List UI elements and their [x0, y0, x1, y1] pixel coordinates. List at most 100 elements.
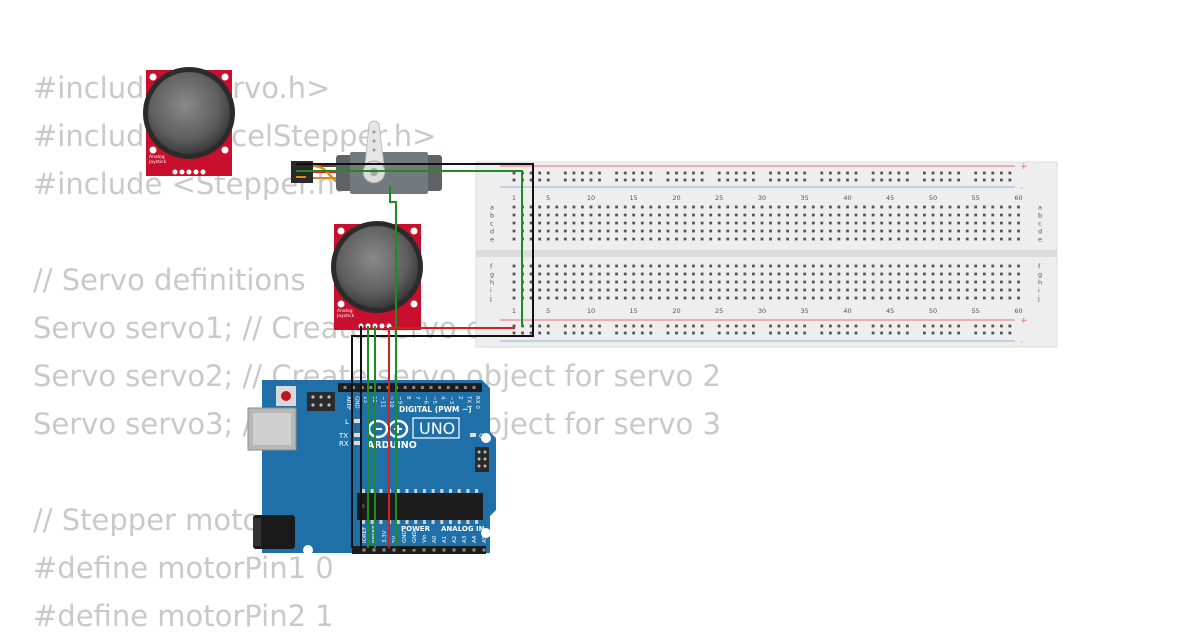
digital-pin-label: RX 0	[474, 396, 480, 409]
rail-hole	[1008, 171, 1012, 175]
joystick-1-label-2: Joystick	[148, 159, 167, 165]
breadboard-hole	[957, 288, 960, 292]
joystick-2-knob[interactable]	[336, 226, 418, 308]
breadboard-hole	[589, 280, 593, 284]
breadboard-hole	[581, 205, 584, 209]
breadboard-hole	[991, 272, 995, 276]
breadboard-hole	[658, 221, 661, 225]
breadboard-hole	[632, 229, 636, 233]
rail-hole	[589, 178, 593, 182]
breadboard-column-number: 50	[929, 307, 937, 315]
rail-hole	[786, 178, 789, 182]
breadboard-hole	[743, 296, 747, 300]
breadboard-hole	[1000, 221, 1003, 225]
breadboard-hole	[905, 237, 909, 241]
breadboard-hole	[581, 221, 584, 225]
rail-hole	[794, 331, 798, 335]
breadboard-hole	[837, 213, 841, 217]
breadboard-hole	[640, 213, 644, 217]
breadboard-hole	[709, 296, 713, 300]
digital-pin-label: 12	[371, 396, 377, 403]
breadboard-hole	[820, 213, 824, 217]
breadboard-hole	[700, 264, 704, 268]
rail-hole	[581, 171, 584, 175]
breadboard-hole	[880, 213, 884, 217]
breadboard-hole	[760, 296, 764, 300]
rail-hole	[546, 178, 550, 182]
breadboard-column-number: 45	[886, 307, 894, 315]
digital-pin-label: AREF	[345, 396, 351, 410]
rail-hole	[640, 178, 644, 182]
digital-pin-label: 2	[457, 396, 463, 400]
reset-button[interactable]	[281, 391, 291, 401]
breadboard-column-number: 60	[1014, 307, 1022, 315]
rail-hole	[734, 171, 738, 175]
breadboard-hole	[923, 237, 926, 241]
joystick-module-2[interactable]: Analog Joystick	[331, 221, 423, 330]
breadboard-hole	[948, 264, 952, 268]
breadboard-hole	[581, 264, 584, 268]
rail-hole	[598, 324, 601, 328]
breadboard-hole	[769, 264, 772, 268]
joystick-2-mount-hole	[410, 227, 418, 235]
rail-hole	[563, 171, 567, 175]
breadboard-hole	[700, 280, 704, 284]
led-label-on: ON	[479, 432, 489, 440]
breadboard-hole	[606, 213, 610, 217]
wire-green-servo-signal	[296, 170, 523, 327]
breadboard-hole	[572, 229, 576, 233]
breadboard-hole	[709, 288, 713, 292]
dc-power-jack[interactable]	[253, 515, 295, 549]
breadboard-hole	[914, 237, 918, 241]
breadboard-hole	[991, 213, 995, 217]
rail-hole	[649, 171, 653, 175]
joystick-1-knob[interactable]	[148, 72, 230, 154]
breadboard-hole	[649, 213, 653, 217]
breadboard-hole	[794, 296, 798, 300]
breadboard-hole	[769, 221, 772, 225]
rail-hole	[923, 178, 926, 182]
breadboard-hole	[752, 237, 755, 241]
breadboard-hole	[640, 288, 644, 292]
breadboard-hole	[623, 272, 627, 276]
breadboard-hole	[709, 229, 713, 233]
breadboard-hole	[734, 272, 738, 276]
rail-hole	[726, 178, 730, 182]
breadboard-row-letter: f	[1038, 263, 1041, 271]
breadboard-hole	[897, 205, 901, 209]
breadboard-column-number: 15	[630, 194, 638, 202]
breadboard-hole	[803, 213, 807, 217]
rail-hole	[683, 324, 687, 328]
breadboard-hole	[717, 288, 721, 292]
breadboard-hole	[615, 213, 618, 217]
servo-motor[interactable]	[291, 120, 442, 194]
rail-hole	[769, 324, 772, 328]
breadboard-hole	[615, 288, 618, 292]
breadboard-hole	[897, 288, 901, 292]
rail-hole	[529, 331, 533, 335]
breadboard-hole	[760, 221, 764, 225]
breadboard-hole	[1008, 288, 1012, 292]
breadboard-hole	[589, 296, 593, 300]
breadboard-row-letter: a	[490, 204, 494, 212]
breadboard-hole	[683, 221, 687, 225]
header-pin	[352, 386, 356, 389]
breadboard-hole	[563, 272, 567, 276]
rail-hole	[786, 171, 789, 175]
breadboard-hole	[666, 213, 670, 217]
breadboard-hole	[598, 280, 601, 284]
joystick-module-1[interactable]: Analog Joystick	[143, 67, 235, 176]
breadboard-hole	[589, 213, 593, 217]
servo-horn[interactable]	[364, 120, 385, 167]
digital-header-label: DIGITAL (PWM ~)	[399, 405, 472, 414]
servo-horn-hole	[372, 130, 376, 134]
header-pin	[377, 386, 381, 389]
breadboard-hole	[777, 264, 781, 268]
breadboard-row-letter: g	[490, 271, 494, 279]
breadboard-hole	[726, 296, 730, 300]
breadboard-hole	[803, 205, 807, 209]
breadboard-hole	[829, 280, 832, 284]
rail-hole	[589, 331, 593, 335]
breadboard-hole	[914, 264, 918, 268]
